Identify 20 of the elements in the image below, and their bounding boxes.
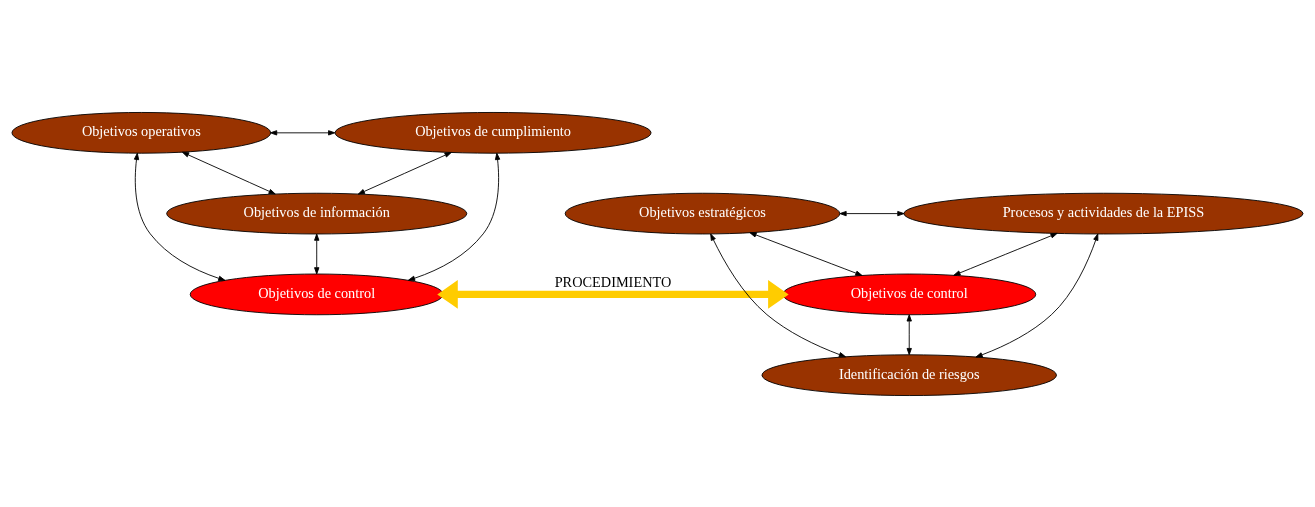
edge-label: PROCEDIMIENTO	[554, 273, 672, 290]
arrow	[314, 233, 320, 274]
arrow	[710, 233, 846, 357]
arrow	[437, 279, 789, 309]
node-ellipse: Objetivos de cumplimiento	[334, 111, 652, 154]
node-ellipse: Objetivos estratégicos	[564, 192, 841, 234]
node-ellipse: Objetivos de control	[782, 273, 1037, 315]
arrow	[270, 129, 336, 135]
node-ellipse: Objetivos operativos	[11, 111, 272, 154]
arrow	[133, 152, 226, 281]
arrow	[839, 210, 905, 216]
arrow	[182, 151, 276, 194]
arrow	[749, 231, 863, 276]
arrow	[357, 151, 452, 195]
node-ellipse: Objetivos de información	[166, 192, 468, 234]
arrow	[975, 233, 1099, 357]
node-ellipse: Procesos y actividades de la EPISS	[903, 192, 1304, 234]
arrow	[407, 152, 501, 281]
arrow	[953, 232, 1058, 276]
arrow	[906, 313, 912, 355]
